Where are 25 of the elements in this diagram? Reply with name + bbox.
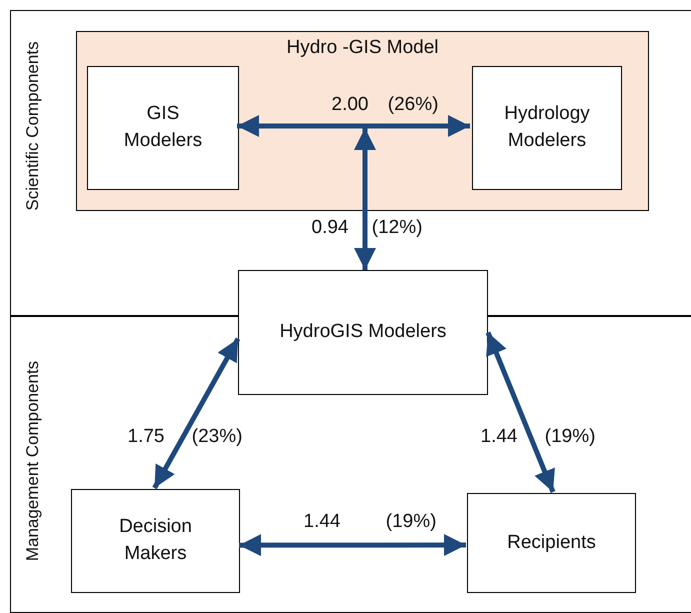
double-arrow: [239, 534, 466, 556]
process-box: [238, 270, 488, 395]
group-title: Hydro -GIS Model: [286, 36, 439, 60]
double-arrow: [237, 115, 470, 137]
box-label: GIS Modelers: [122, 102, 204, 153]
double-arrow: [354, 128, 376, 270]
process-box: [472, 66, 622, 190]
edge-label: 1.44 (19%): [304, 511, 436, 533]
edge-label: 2.00 (26%): [332, 94, 438, 116]
section-label: Scientific Components: [22, 41, 44, 211]
box-label: Hydrology Modelers: [503, 102, 591, 153]
double-arrow: [152, 338, 240, 490]
edge-label: 0.94 (12%): [312, 217, 422, 239]
process-box: [87, 66, 239, 190]
double-arrow: [486, 332, 556, 493]
section-band: [10, 10, 691, 316]
section-label: Management Components: [22, 360, 44, 562]
box-label: HydroGIS Modelers: [278, 320, 448, 344]
edge-label: 1.75 (23%): [128, 426, 242, 448]
edge-label: 1.44 (19%): [480, 426, 596, 448]
process-box: [467, 493, 636, 593]
box-label: Decision Makers: [118, 515, 193, 566]
process-box: [71, 489, 240, 593]
box-label: Recipients: [506, 530, 597, 555]
model-group-box: [76, 31, 649, 211]
